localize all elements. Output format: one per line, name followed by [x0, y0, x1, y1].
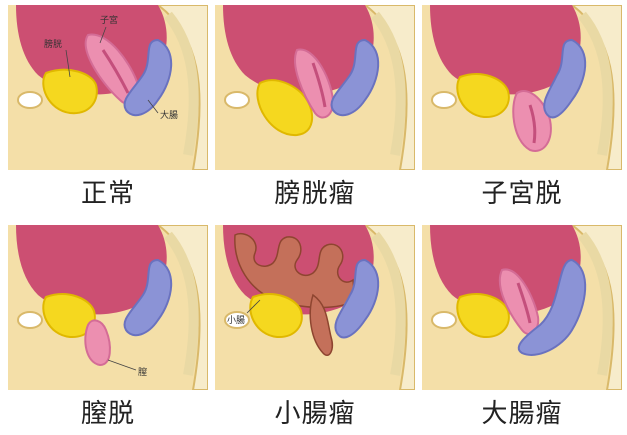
- panel-normal: 膀胱 子宮 大腸 正常: [8, 5, 208, 215]
- caption-enterocele: 小腸瘤: [215, 393, 415, 430]
- caption-vaginal-prolapse: 膣脱: [8, 393, 208, 430]
- panel-enterocele: 小腸 小腸瘤: [215, 225, 415, 435]
- caption-uterine-prolapse: 子宮脱: [422, 173, 622, 210]
- enterocele-illustration: 小腸: [215, 225, 415, 390]
- label-bladder: 膀胱: [44, 38, 62, 50]
- label-uterus: 子宮: [100, 14, 118, 26]
- cystocele-illustration: [215, 5, 415, 170]
- caption-normal: 正常: [8, 173, 208, 210]
- caption-rectocele: 大腸瘤: [422, 393, 622, 430]
- uterine-prolapse-illustration: [422, 5, 622, 170]
- caption-cystocele: 膀胱瘤: [215, 173, 415, 210]
- panel-cystocele: 膀胱瘤: [215, 5, 415, 215]
- label-small-intestine: 小腸: [227, 315, 245, 326]
- panel-rectocele: 大腸瘤: [422, 225, 622, 435]
- rectocele-illustration: [422, 225, 622, 390]
- normal-anatomy-illustration: 膀胱 子宮 大腸: [8, 5, 208, 170]
- panel-uterine-prolapse: 子宮脱: [422, 5, 622, 215]
- panel-vaginal-prolapse: 膣 膣脱: [8, 225, 208, 435]
- label-rectum: 大腸: [160, 109, 178, 121]
- vaginal-prolapse-illustration: 膣: [8, 225, 208, 390]
- label-vagina: 膣: [138, 366, 147, 378]
